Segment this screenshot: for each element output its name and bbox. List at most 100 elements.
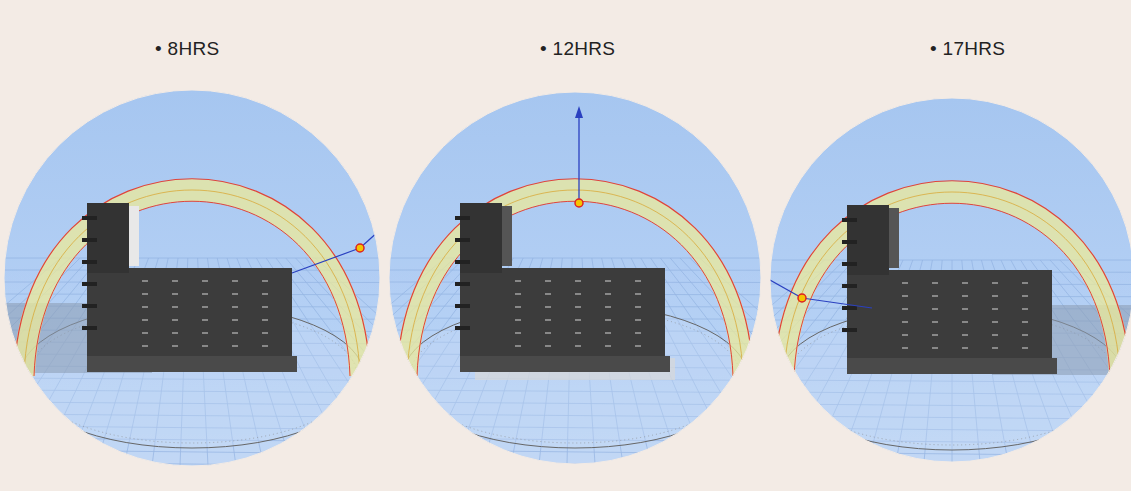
sun-path-line — [417, 201, 733, 376]
window — [202, 280, 208, 282]
balcony — [842, 306, 857, 310]
window — [992, 295, 998, 297]
window — [515, 280, 521, 282]
window — [172, 280, 178, 282]
sun-path-line — [784, 192, 1120, 378]
sun-path-line — [24, 190, 360, 376]
building-block — [460, 268, 665, 363]
window — [202, 319, 208, 321]
sun-position — [798, 294, 806, 302]
window — [262, 332, 268, 334]
window — [232, 332, 238, 334]
window — [992, 347, 998, 349]
window — [232, 293, 238, 295]
sun-ray — [770, 280, 802, 298]
window — [142, 280, 148, 282]
window — [172, 332, 178, 334]
window — [962, 295, 968, 297]
building-block — [87, 268, 292, 363]
grid-line — [4, 462, 380, 466]
window — [932, 334, 938, 336]
window — [172, 306, 178, 308]
balcony — [842, 262, 857, 266]
window — [202, 306, 208, 308]
window — [635, 306, 641, 308]
window — [1022, 321, 1028, 323]
window — [515, 345, 521, 347]
building-block — [847, 270, 1052, 365]
balcony — [455, 326, 470, 330]
window — [142, 345, 148, 347]
window — [545, 306, 551, 308]
window — [515, 306, 521, 308]
window — [902, 347, 908, 349]
balcony — [842, 218, 857, 222]
window — [962, 308, 968, 310]
scene-border — [770, 98, 1131, 462]
window — [262, 280, 268, 282]
window — [635, 280, 641, 282]
window — [992, 321, 998, 323]
scene-border — [4, 90, 380, 466]
window — [515, 293, 521, 295]
balcony — [455, 304, 470, 308]
window — [962, 347, 968, 349]
sun-path-band — [784, 192, 1120, 378]
tower-face — [889, 208, 899, 268]
window — [992, 334, 998, 336]
window — [605, 345, 611, 347]
window — [515, 332, 521, 334]
building-base — [460, 356, 670, 372]
grid-line — [770, 452, 1131, 456]
window — [172, 293, 178, 295]
sun-path-line — [34, 201, 350, 376]
window — [635, 345, 641, 347]
scene-content — [588, 98, 1131, 462]
sun-path-line — [397, 179, 753, 376]
sun-position — [356, 244, 364, 252]
sun-path-line — [794, 203, 1110, 378]
time-label: • 12HRS — [540, 38, 615, 60]
window — [962, 321, 968, 323]
window — [142, 319, 148, 321]
building — [455, 203, 670, 372]
window — [142, 332, 148, 334]
time-label: • 8HRS — [155, 38, 219, 60]
sun-path-line — [14, 179, 370, 376]
window — [635, 319, 641, 321]
window — [262, 345, 268, 347]
window — [515, 319, 521, 321]
window — [545, 332, 551, 334]
window — [1022, 334, 1028, 336]
window — [545, 319, 551, 321]
window — [902, 295, 908, 297]
window — [932, 321, 938, 323]
window — [202, 293, 208, 295]
window — [545, 345, 551, 347]
sun-path-band — [407, 190, 743, 376]
window — [262, 306, 268, 308]
zenith-arrowhead — [575, 106, 583, 118]
sun-path-line — [774, 181, 1130, 378]
balcony — [842, 284, 857, 288]
window — [575, 319, 581, 321]
window — [1022, 282, 1028, 284]
window — [575, 293, 581, 295]
sun-path-scene — [588, 98, 1131, 462]
window — [232, 306, 238, 308]
building-base — [847, 358, 1057, 374]
zenith-axis — [578, 113, 579, 203]
window — [902, 334, 908, 336]
window — [232, 319, 238, 321]
balcony — [842, 240, 857, 244]
grid-line — [389, 450, 761, 454]
balcony — [82, 326, 97, 330]
window — [545, 293, 551, 295]
window — [605, 293, 611, 295]
window — [992, 308, 998, 310]
building-base — [87, 356, 297, 372]
sun-path-line — [407, 190, 743, 376]
balcony — [842, 328, 857, 332]
window — [605, 280, 611, 282]
balcony — [82, 238, 97, 242]
